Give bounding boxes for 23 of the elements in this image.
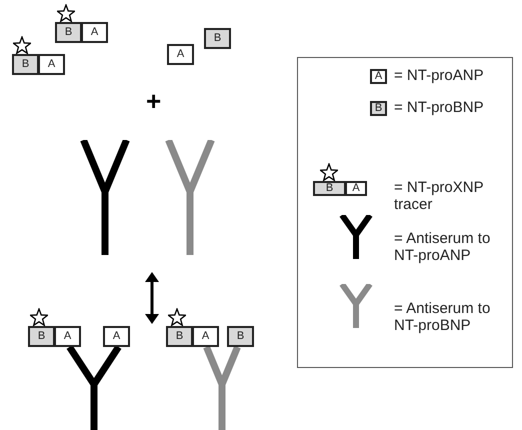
plus-sign: + bbox=[146, 88, 162, 114]
peptide-box: A bbox=[103, 326, 130, 347]
legend-text: = NT-proXNP tracer bbox=[394, 179, 484, 213]
peptide-box: A bbox=[345, 181, 367, 196]
peptide-box: A bbox=[54, 326, 81, 347]
legend-text: = Antiserum to NT-proBNP bbox=[394, 300, 492, 334]
peptide-box: A bbox=[192, 326, 219, 347]
peptide-box: A bbox=[81, 22, 108, 43]
peptide-box: A bbox=[38, 54, 65, 75]
peptide-box: B bbox=[370, 101, 387, 116]
peptide-box: B bbox=[55, 22, 82, 43]
peptide-box: B bbox=[28, 326, 55, 347]
peptide-box: B bbox=[227, 326, 254, 347]
peptide-box: B bbox=[313, 181, 346, 196]
legend-text: = NT-proANP bbox=[394, 67, 485, 84]
legend-text: = Antiserum to NT-proANP bbox=[394, 230, 492, 264]
peptide-box: B bbox=[166, 326, 193, 347]
legend-panel bbox=[297, 57, 513, 368]
peptide-box: A bbox=[370, 69, 387, 84]
peptide-box: B bbox=[204, 28, 231, 49]
peptide-box: A bbox=[167, 44, 194, 65]
peptide-box: B bbox=[12, 54, 39, 75]
legend-text: = NT-proBNP bbox=[394, 99, 485, 116]
